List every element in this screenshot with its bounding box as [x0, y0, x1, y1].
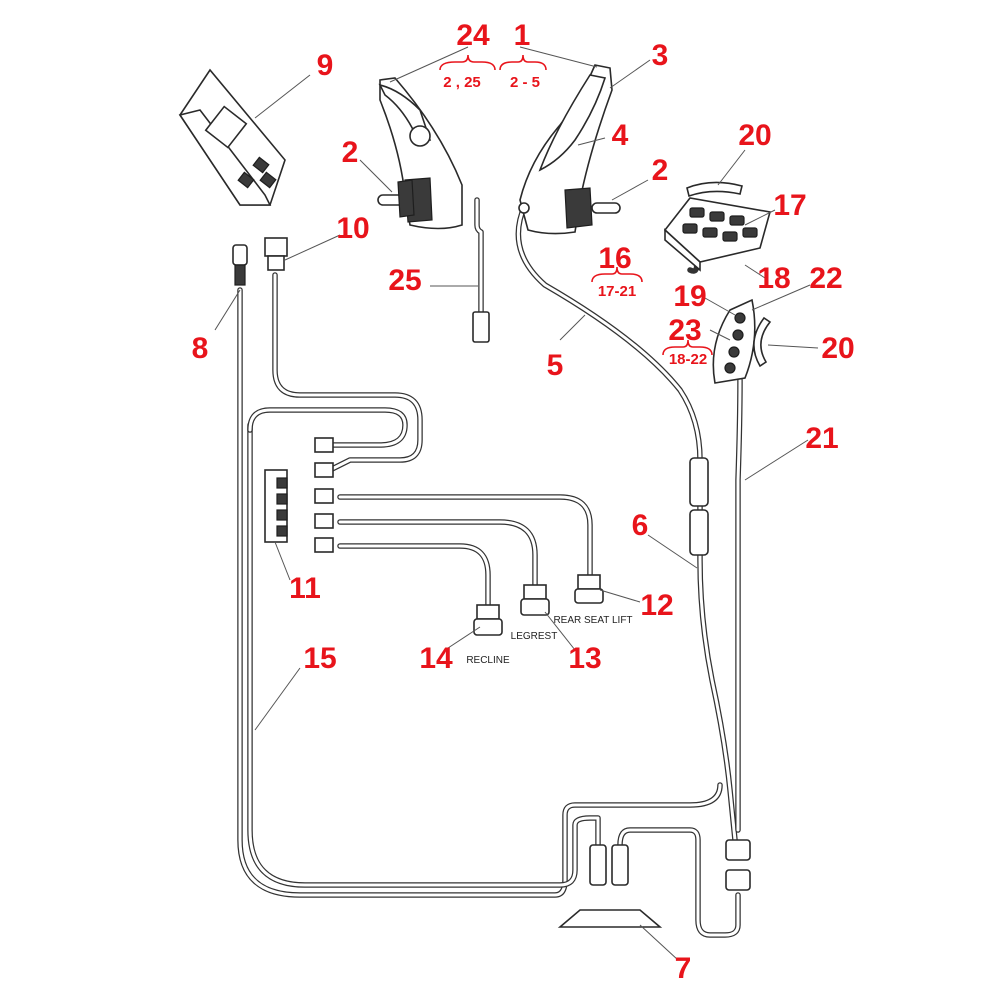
range-braces [439, 54, 713, 356]
callout-24: 24 [456, 19, 490, 52]
cable-to-13 [337, 519, 538, 588]
base-plate-7 [557, 909, 663, 928]
callout-3: 3 [652, 39, 669, 72]
callout-11: 11 [289, 572, 321, 605]
joystick-3 [518, 64, 621, 235]
inline-connector-6 [689, 457, 709, 556]
range-label-23: 18-22 [669, 351, 707, 368]
range-label-1: 2 - 5 [510, 74, 540, 91]
harness-connectors [314, 437, 334, 553]
cable-to-12 [337, 494, 593, 578]
cables [237, 197, 743, 938]
control-box-9 [178, 68, 286, 206]
caption-rear-seat-lift: REAR SEAT LIFT [553, 615, 632, 626]
caption-legrest: LEGREST [511, 631, 558, 642]
callout-2-left: 2 [342, 136, 359, 169]
callout-12: 12 [640, 589, 673, 622]
callout-2-right: 2 [652, 154, 669, 187]
callout-9: 9 [317, 49, 334, 82]
bottom-connectors [589, 839, 751, 891]
callout-19: 19 [673, 280, 706, 313]
range-label-16: 17-21 [598, 283, 636, 300]
cable-to-14 [337, 543, 491, 608]
switch-module-16 [663, 197, 772, 272]
callout-17: 17 [773, 189, 806, 222]
callout-10: 10 [336, 212, 369, 245]
callout-18: 18 [757, 262, 790, 295]
leader-lines [214, 46, 819, 961]
callout-6: 6 [632, 509, 649, 542]
callout-8: 8 [192, 332, 209, 365]
plug-25 [472, 311, 490, 343]
callout-numbers: 24 1 3 9 4 2 2 20 17 10 16 25 18 22 19 8… [192, 19, 855, 985]
callout-1: 1 [514, 19, 531, 52]
range-label-24: 2 , 25 [443, 74, 481, 91]
joystick-24 [377, 77, 463, 230]
callout-4: 4 [612, 119, 629, 152]
callout-22: 22 [809, 262, 842, 295]
captions: REAR SEAT LIFT LEGREST RECLINE [466, 615, 632, 666]
connector-10 [264, 237, 288, 271]
callout-23: 23 [668, 314, 701, 347]
caption-recline: RECLINE [466, 655, 510, 666]
callout-25: 25 [388, 264, 421, 297]
switch-pod-23 [712, 298, 756, 384]
connector-8 [232, 244, 248, 286]
callout-21: 21 [805, 422, 838, 455]
callout-13: 13 [568, 642, 601, 675]
callout-15: 15 [303, 642, 336, 675]
strip-20-lower [753, 316, 772, 368]
callout-20-lower: 20 [821, 332, 854, 365]
callout-20-upper: 20 [738, 119, 771, 152]
callout-16: 16 [598, 242, 631, 275]
range-labels: 2 , 25 2 - 5 17-21 18-22 [443, 74, 707, 368]
connector-13 [520, 584, 550, 616]
connector-block-11 [264, 469, 288, 543]
callout-14: 14 [419, 642, 453, 675]
callout-5: 5 [547, 349, 564, 382]
callout-7: 7 [675, 952, 692, 985]
connector-14 [473, 604, 503, 636]
strip-20-upper [686, 181, 743, 198]
connector-12 [574, 574, 604, 604]
